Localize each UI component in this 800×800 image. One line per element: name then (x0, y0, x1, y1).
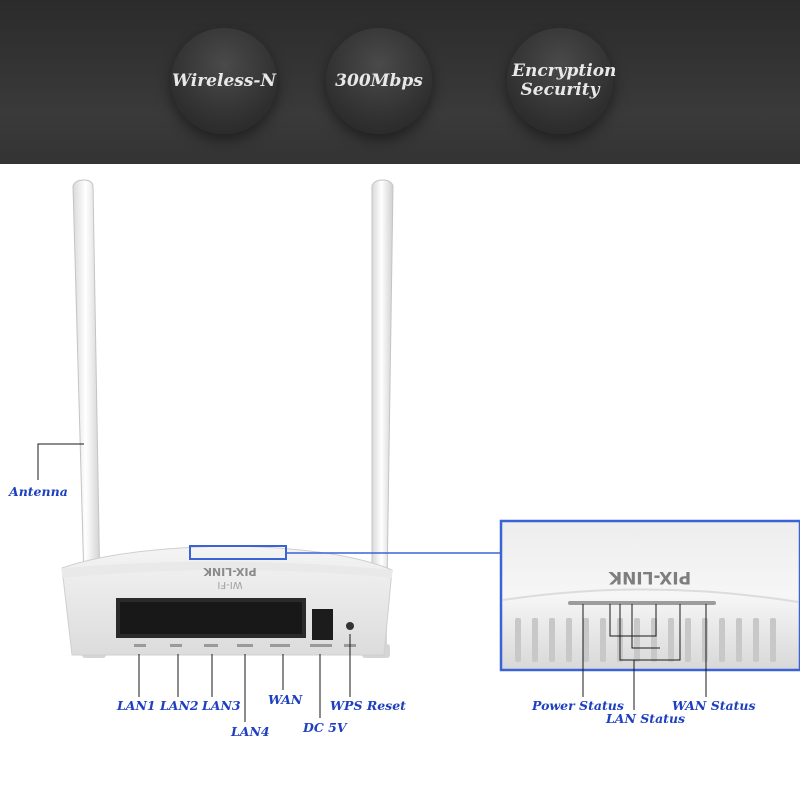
vent-grid (515, 618, 776, 662)
status-led-strip (568, 601, 716, 605)
feature-label-wireless: Wireless-N (171, 70, 277, 91)
label-antenna: Antenna (9, 484, 68, 499)
label-lan1: LAN1 (117, 698, 156, 713)
router-wifi-mark: WI-FI (217, 579, 242, 590)
feature-badge-speed: 300Mbps (326, 28, 432, 134)
inset-brand-text: PIX-LINK (608, 567, 691, 587)
label-lan-status: LAN Status (606, 711, 686, 726)
label-wan-status: WAN Status (672, 698, 756, 713)
zoom-inset (499, 519, 800, 672)
label-wps-reset: WPS Reset (330, 698, 406, 713)
label-wan: WAN (268, 692, 303, 707)
label-power-status: Power Status (532, 698, 624, 713)
label-lan2: LAN2 (160, 698, 199, 713)
router-body (61, 545, 393, 656)
feature-badge-security: Encryption Security (507, 28, 617, 134)
wps-reset-button (346, 622, 354, 630)
feature-label-security: Encryption Security (512, 61, 617, 100)
feature-label-speed: 300Mbps (335, 70, 423, 91)
dc-port (312, 609, 333, 640)
label-dc-5v: DC 5V (303, 720, 347, 735)
leader-lines (37, 443, 707, 722)
router-brand-text: PIX-LINK (203, 565, 257, 578)
label-lan3: LAN3 (202, 698, 241, 713)
feature-banner: Wireless-N 300Mbps Encryption Security (0, 0, 800, 164)
feature-badge-wireless: Wireless-N (171, 28, 277, 134)
label-lan4: LAN4 (231, 724, 270, 739)
